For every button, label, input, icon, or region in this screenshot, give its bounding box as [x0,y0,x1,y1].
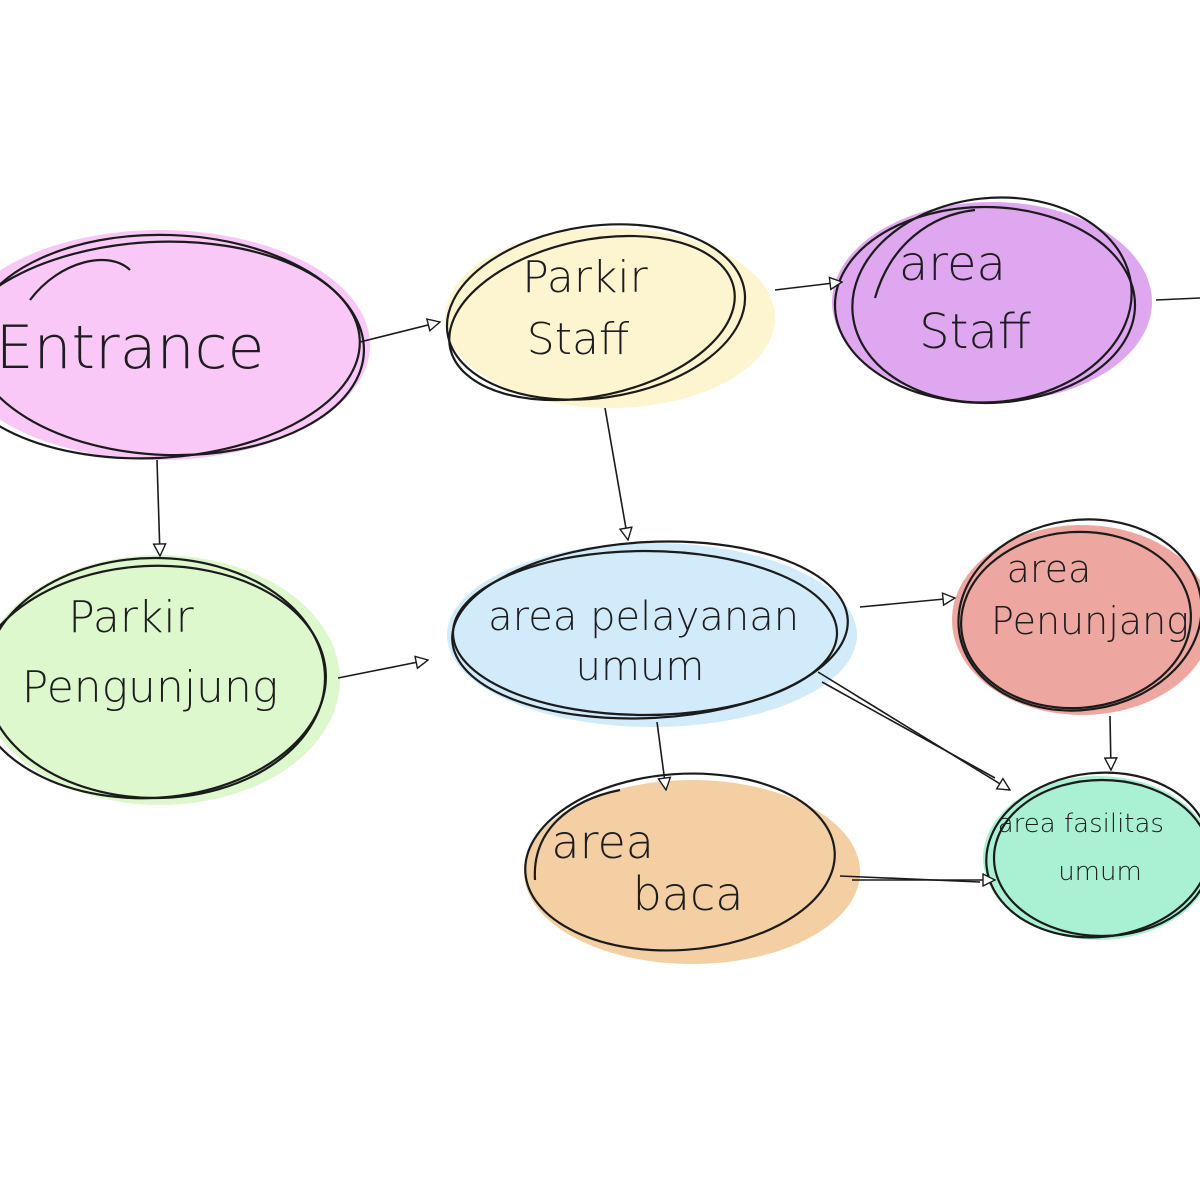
node-area-baca-fill [524,780,860,964]
node-entrance-outline-2 [0,233,366,457]
node-area-baca-label: area baca [551,815,743,921]
arrow-area-penunjang-to-area-fasilitas-umum [1110,715,1111,770]
arrow-area-pelayanan-umum-to-area-baca [656,721,666,790]
node-area-staff: area Staff [832,196,1152,405]
node-area-pelayanan-umum: area pelayanan umum [447,540,857,727]
arrow-parkir-staff-to-area-staff [774,282,842,291]
arrow-entrance-to-parkir-pengunjung [157,459,160,556]
node-parkir-pengunjung: Parkir Pengunjung [0,555,340,805]
node-area-pelayanan-umum-outline [451,540,849,720]
node-entrance-scribble [29,258,131,301]
node-area-penunjang: area Penunjang [952,518,1200,715]
node-area-penunjang-fill [952,525,1200,715]
node-parkir-staff-outline [445,223,747,401]
node-parkir-pengunjung-label: Parkir Pengunjung [22,592,279,713]
node-area-penunjang-outline-2 [960,530,1192,710]
node-area-pelayanan-umum-fill [447,543,857,727]
node-area-pelayanan-umum-outline-2 [451,549,839,717]
node-area-staff-fill [832,202,1152,402]
arrow-area-pelayanan-umum-to-area-penunjang [859,598,955,608]
node-entrance: Entrance [0,230,370,460]
node-entrance-outline [0,240,361,460]
arrow-parkir-staff-to-area-pelayanan-umum [604,407,628,540]
node-parkir-staff-outline-2 [448,234,736,402]
arrow-parkir-pengunjung-to-area-pelayanan-umum [337,660,428,679]
node-parkir-staff: Parkir Staff [445,223,775,408]
node-area-staff-outline-2 [851,196,1133,404]
arrow-entrance-to-parkir-staff [359,322,440,343]
node-area-fasilitas-umum-label: area fasilitas umum [998,809,1173,887]
node-area-staff-label: area Staff [899,236,1031,360]
node-area-baca: area baca [524,772,860,964]
arrow-area-pelayanan-umum-to-area-fasilitas-umum-2 [821,681,996,779]
node-area-baca-scribble [533,788,621,881]
node-area-pelayanan-umum-label: area pelayanan umum [488,594,812,690]
node-entrance-label: Entrance [0,313,264,383]
node-area-fasilitas-umum-outline-2 [992,778,1200,938]
node-parkir-pengunjung-outline-2 [0,564,327,800]
node-area-penunjang-label: area Penunjang [991,547,1189,643]
node-area-fasilitas-umum: area fasilitas umum [983,771,1200,940]
arrow-area-staff-offpage [1155,297,1200,301]
node-parkir-staff-label: Parkir Staff [522,252,661,365]
node-area-penunjang-outline [957,518,1200,712]
node-area-fasilitas-umum-fill [983,776,1200,940]
node-entrance-fill [0,230,370,460]
node-area-staff-scribble [873,208,976,299]
node-parkir-pengunjung-fill [0,555,340,805]
node-parkir-staff-fill [445,228,775,408]
arrow-area-pelayanan-umum-to-area-fasilitas-umum [817,671,1010,790]
arrow-area-baca-to-area-fasilitas-umum-2 [839,875,981,883]
node-area-baca-outline [524,772,836,952]
